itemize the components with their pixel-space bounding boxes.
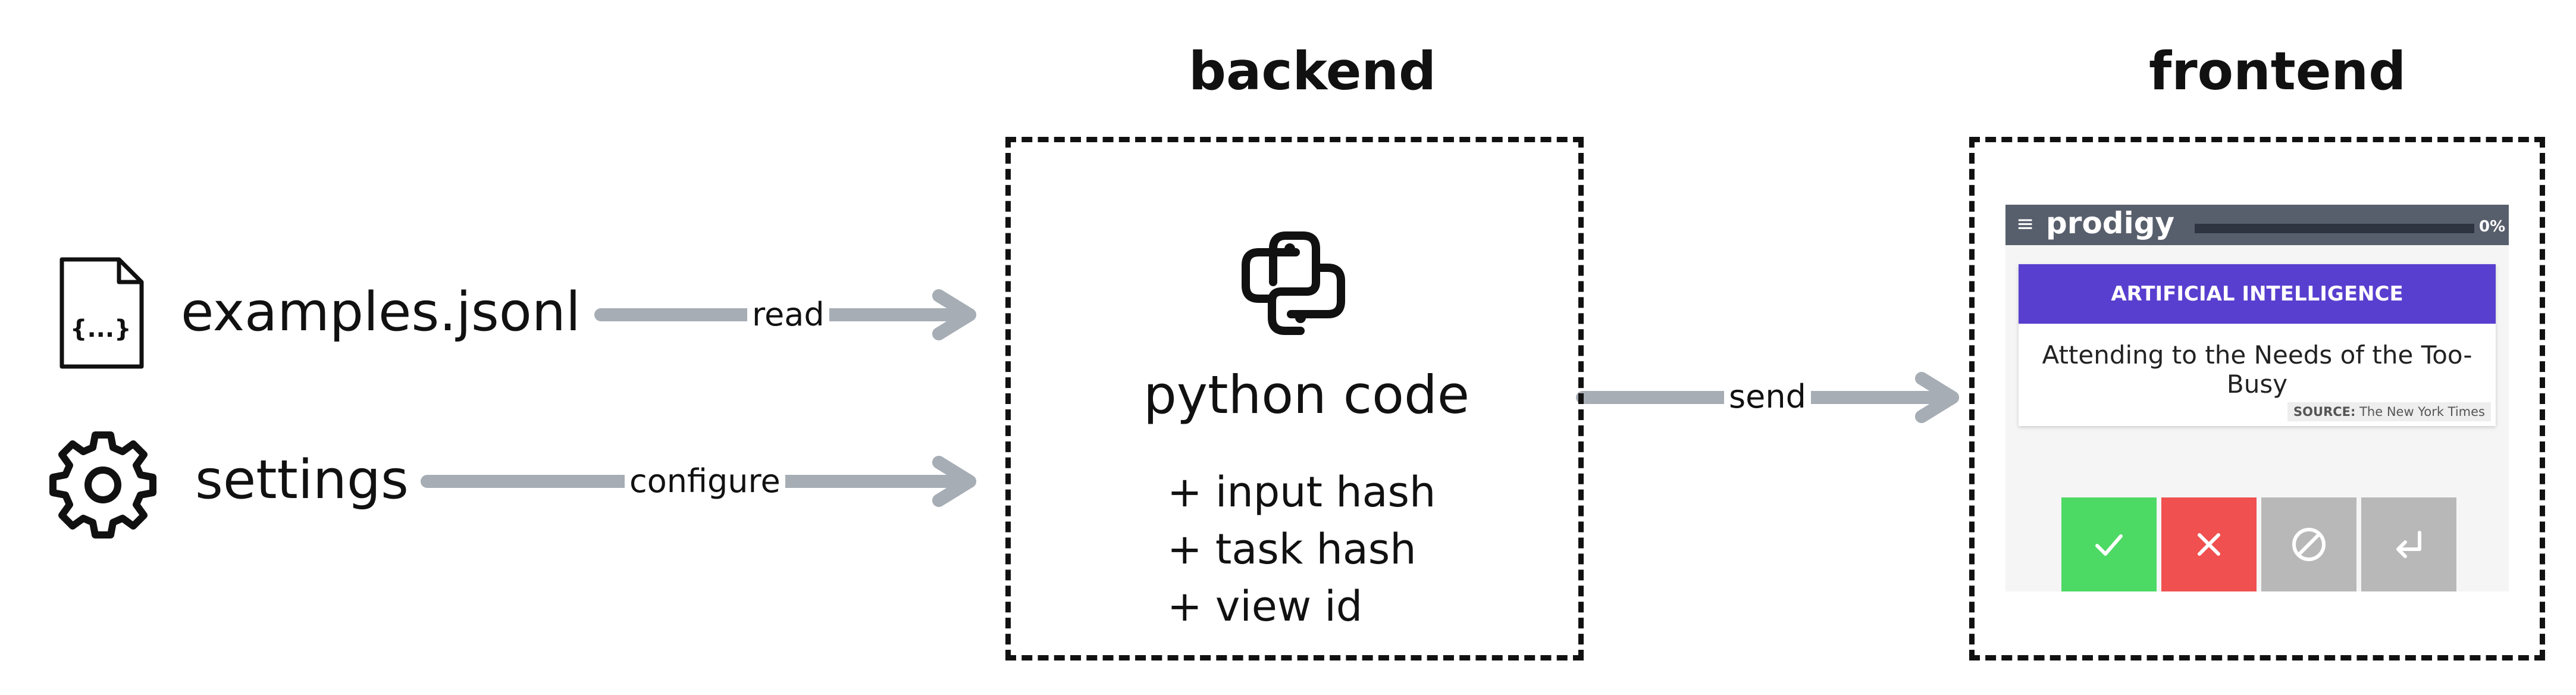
settings-label: settings	[195, 449, 409, 511]
frontend-box	[1969, 137, 2545, 660]
configure-label: configure	[625, 465, 785, 497]
backend-heading: backend	[1189, 40, 1437, 102]
no-entry-icon	[2292, 528, 2326, 561]
frontend-app-mockup: ≡ prodigy 0% ARTIFICIAL INTELLIGENCE Att…	[2005, 205, 2509, 591]
json-file-icon-text: {...}	[70, 315, 131, 343]
frontend-heading: frontend	[2149, 40, 2406, 102]
progress-bar	[2195, 224, 2474, 233]
check-icon	[2095, 534, 2123, 556]
python-logo-icon	[1242, 231, 1345, 335]
backend-item-view-id: + view id	[1167, 582, 1363, 631]
gear-icon	[49, 431, 156, 539]
card-source-prefix: SOURCE:	[2293, 405, 2356, 419]
task-card: ARTIFICIAL INTELLIGENCE Attending to the…	[2019, 264, 2496, 426]
read-label: read	[747, 299, 829, 331]
cross-icon	[2198, 533, 2220, 556]
backend-box	[1005, 137, 1584, 660]
examples-file-label: examples.jsonl	[181, 281, 581, 343]
enter-arrow-icon	[2396, 531, 2421, 558]
reject-button[interactable]	[2161, 497, 2257, 591]
json-file-icon	[59, 257, 144, 369]
backend-item-input-hash: + input hash	[1167, 468, 1436, 516]
accept-button[interactable]	[2061, 497, 2157, 591]
send-label: send	[1724, 381, 1811, 413]
card-label: ARTIFICIAL INTELLIGENCE	[2019, 264, 2496, 324]
backend-item-task-hash: + task hash	[1167, 525, 1417, 574]
card-source: SOURCE: The New York Times	[2287, 402, 2491, 421]
app-header-bar: ≡ prodigy 0%	[2005, 205, 2509, 245]
backend-title: python code	[1143, 364, 1470, 425]
progress-label: 0%	[2479, 218, 2506, 236]
menu-icon[interactable]: ≡	[2016, 212, 2035, 236]
card-source-name: The New York Times	[2359, 405, 2485, 419]
app-logo: prodigy	[2046, 206, 2175, 240]
card-text: Attending to the Needs of the Too-Busy	[2042, 340, 2472, 399]
ignore-button[interactable]	[2261, 497, 2356, 591]
undo-button[interactable]	[2361, 497, 2456, 591]
